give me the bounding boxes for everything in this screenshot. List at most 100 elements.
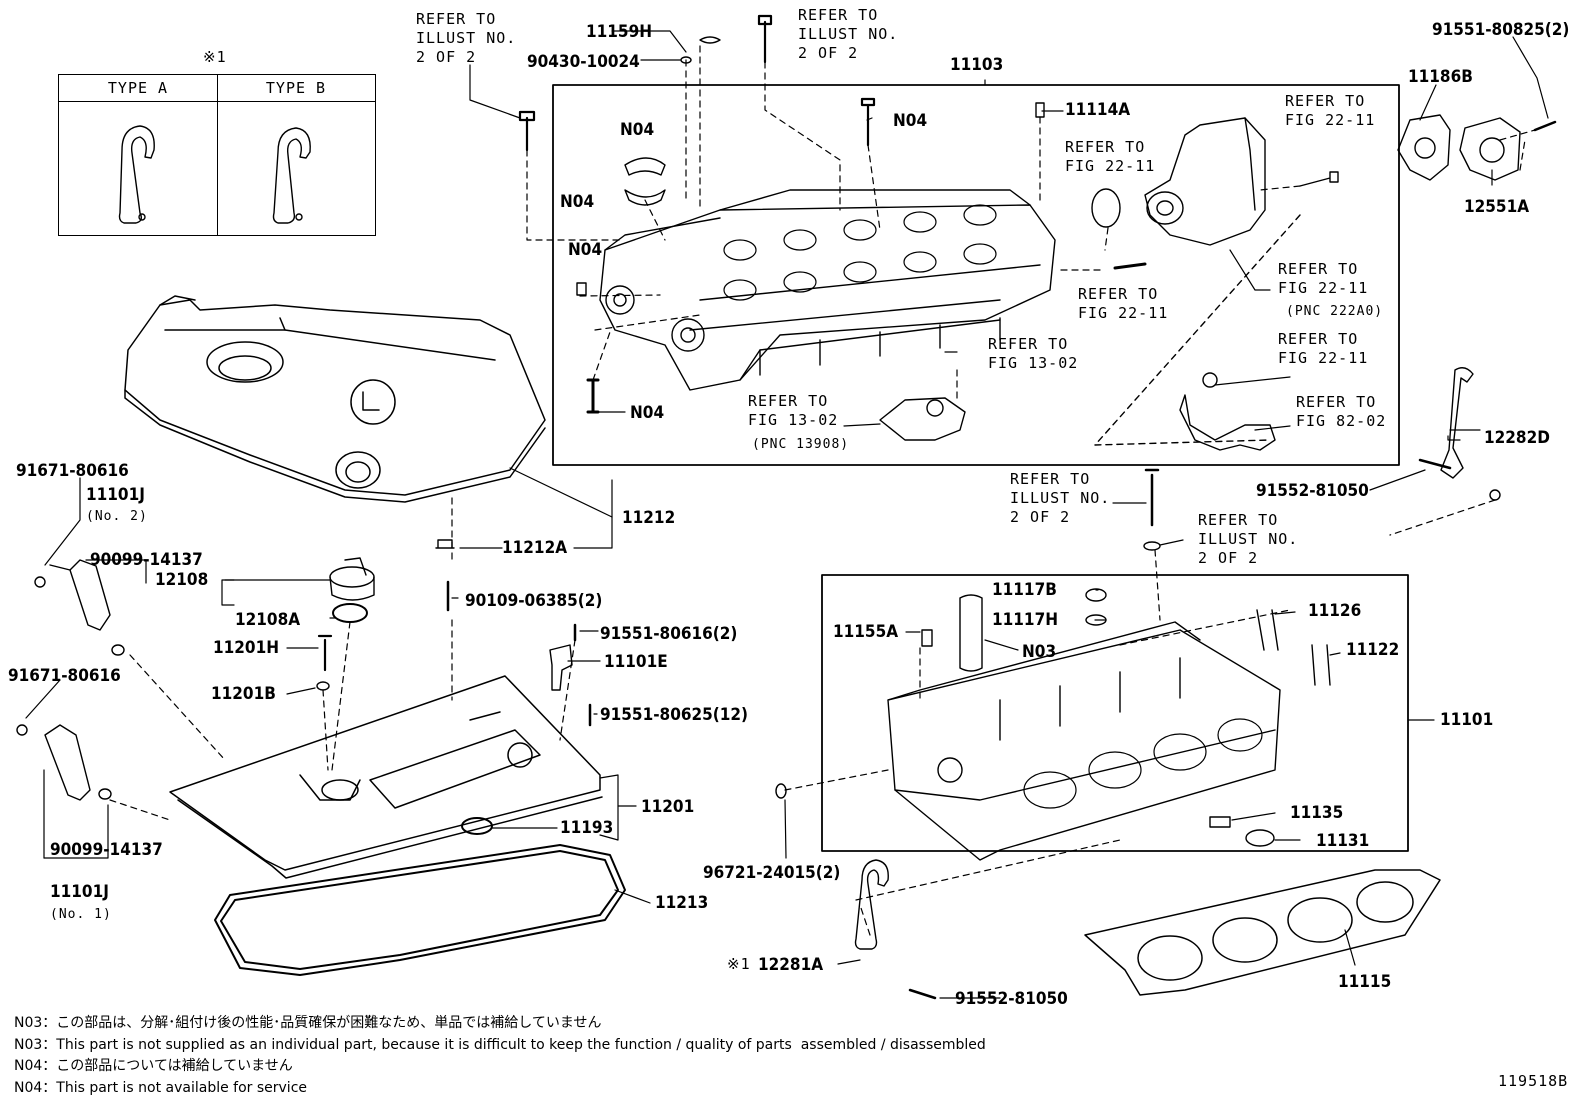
part-label-91551-80625[interactable]: 91551-80625(12) bbox=[600, 705, 749, 725]
part-label-11115[interactable]: 11115 bbox=[1338, 972, 1392, 992]
bracket-icon bbox=[1179, 372, 1276, 451]
refer-illust-top-left: REFER TO ILLUST NO. 2 OF 2 bbox=[416, 10, 517, 66]
cam-sensor-icon bbox=[549, 644, 573, 691]
plug-icon bbox=[1085, 588, 1107, 602]
part-label-12551a[interactable]: 12551A bbox=[1464, 197, 1530, 217]
part-label-90430-10024[interactable]: 90430-10024 bbox=[527, 52, 640, 72]
footnote-n03-en: N03：This part is not supplied as an indi… bbox=[14, 1037, 986, 1053]
part-label-11212a[interactable]: 11212A bbox=[502, 538, 568, 558]
oil-control-valve-no1-icon bbox=[16, 724, 112, 801]
cylinder-head-cover-icon bbox=[169, 675, 603, 879]
part-label-11135[interactable]: 11135 bbox=[1290, 803, 1344, 823]
refer-fig-22-11-top-right: REFER TO FIG 22-11 bbox=[1285, 92, 1376, 129]
part-label-11114a[interactable]: 11114A bbox=[1065, 100, 1131, 120]
seal-washer-icon bbox=[699, 36, 721, 44]
part-label-12281a[interactable]: 12281A bbox=[758, 955, 824, 975]
part-label-n04-bolt[interactable]: N04 bbox=[893, 111, 928, 131]
part-label-91671-80616-lower[interactable]: 91671-80616 bbox=[8, 666, 121, 686]
part-label-11213[interactable]: 11213 bbox=[655, 893, 709, 913]
engine-cover-icon bbox=[124, 295, 546, 503]
refer-pnc-222a0: (PNC 222A0) bbox=[1286, 304, 1384, 319]
refer-illust-middle: REFER TO ILLUST NO. 2 OF 2 bbox=[1010, 470, 1111, 526]
footnote-n04-en: N04：This part is not available for servi… bbox=[14, 1080, 308, 1096]
pin-icon bbox=[1035, 102, 1045, 118]
part-label-91671-80616-upper[interactable]: 91671-80616 bbox=[16, 461, 129, 481]
stud-icon bbox=[1113, 262, 1147, 270]
bolt-icon bbox=[908, 988, 937, 1000]
gasket-icon bbox=[1397, 114, 1451, 181]
bolt-icon bbox=[1418, 458, 1452, 470]
refer-fig-22-11-housing: REFER TO FIG 22-11 bbox=[1278, 260, 1369, 297]
bolt-icon bbox=[1144, 468, 1160, 527]
o-ring-icon bbox=[775, 783, 787, 799]
oil-control-valve-no2-icon bbox=[34, 559, 125, 656]
part-label-11201[interactable]: 11201 bbox=[641, 797, 695, 817]
part-label-96721-24015[interactable]: 96721-24015(2) bbox=[703, 863, 841, 883]
footnote-n03-ja: N03：この部品は、分解･組付け後の性能･品質確保が困難なため、単品では補給して… bbox=[14, 1015, 602, 1031]
valve-guide-icon bbox=[1256, 609, 1279, 651]
part-label-11201b[interactable]: 11201B bbox=[211, 684, 276, 704]
bolt-icon bbox=[317, 634, 333, 672]
part-label-n04-cap[interactable]: N04 bbox=[620, 120, 655, 140]
part-label-11155a[interactable]: 11155A bbox=[833, 622, 899, 642]
part-label-91552-81050-lower[interactable]: 91552-81050 bbox=[955, 989, 1068, 1009]
part-label-n04-cap-lower[interactable]: N04 bbox=[560, 192, 595, 212]
part-label-11117h[interactable]: 11117H bbox=[992, 610, 1059, 630]
leader-lines bbox=[25, 30, 1549, 999]
bearing-cap-lower-icon bbox=[624, 189, 666, 206]
footnote-n04-ja: N04：この部品については補給していません bbox=[14, 1058, 293, 1074]
refer-pnc-13908: (PNC 13908) bbox=[752, 437, 850, 452]
cover-gasket-icon bbox=[214, 844, 626, 976]
bolt-icon bbox=[1299, 171, 1339, 187]
part-label-12108[interactable]: 12108 bbox=[155, 570, 209, 590]
refer-fig-22-11-oring: REFER TO FIG 22-11 bbox=[1065, 138, 1156, 175]
o-ring-icon bbox=[332, 603, 368, 623]
part-label-11101[interactable]: 11101 bbox=[1440, 710, 1494, 730]
part-sublabel-no2: (No. 2) bbox=[86, 509, 148, 524]
plug-icon bbox=[435, 539, 455, 549]
refer-fig-13-02-bolt: REFER TO FIG 13-02 bbox=[988, 335, 1079, 372]
type-legend-box: TYPE A TYPE B bbox=[58, 74, 376, 236]
cylinder-head-frame bbox=[821, 574, 1409, 852]
part-label-90099-14137-upper[interactable]: 90099-14137 bbox=[90, 550, 203, 570]
pin-icon bbox=[921, 629, 933, 647]
dashed-guide-lines bbox=[109, 45, 1536, 936]
seal-icon bbox=[1209, 816, 1231, 828]
o-ring-icon bbox=[1091, 188, 1121, 228]
part-label-11212[interactable]: 11212 bbox=[622, 508, 676, 528]
part-label-90109-06385[interactable]: 90109-06385(2) bbox=[465, 591, 603, 611]
camshaft-bearing-sleeve-icon bbox=[959, 594, 983, 672]
part-label-90099-14137-lower[interactable]: 90099-14137 bbox=[50, 840, 163, 860]
bearing-cap-icon bbox=[624, 157, 666, 176]
part-label-91551-80825[interactable]: 91551-80825(2) bbox=[1432, 20, 1570, 40]
part-label-12281a-marker: ※1 bbox=[727, 955, 751, 973]
part-label-91552-81050-upper[interactable]: 91552-81050 bbox=[1256, 481, 1369, 501]
refer-fig-13-02-bracket: REFER TO FIG 13-02 bbox=[748, 392, 839, 429]
part-label-n04-pin[interactable]: N04 bbox=[568, 240, 603, 260]
part-label-11103[interactable]: 11103 bbox=[950, 55, 1004, 75]
part-label-11101e[interactable]: 11101E bbox=[604, 652, 668, 672]
part-label-11122[interactable]: 11122 bbox=[1346, 640, 1400, 660]
part-label-12282d[interactable]: 12282D bbox=[1484, 428, 1550, 448]
bolt-icon bbox=[860, 97, 876, 147]
part-label-11159h[interactable]: 11159H bbox=[586, 22, 653, 42]
part-label-11193[interactable]: 11193 bbox=[560, 818, 614, 838]
part-label-11186b[interactable]: 11186B bbox=[1408, 67, 1473, 87]
part-label-11101j-no1[interactable]: 11101J bbox=[50, 882, 109, 902]
part-label-11117b[interactable]: 11117B bbox=[992, 580, 1057, 600]
part-label-12108a[interactable]: 12108A bbox=[235, 610, 301, 630]
stud-bolt-icon bbox=[586, 378, 600, 414]
part-label-11126[interactable]: 11126 bbox=[1308, 601, 1362, 621]
part-label-11201h[interactable]: 11201H bbox=[213, 638, 280, 658]
part-label-n03[interactable]: N03 bbox=[1022, 642, 1057, 662]
part-label-11101j-no2[interactable]: 11101J bbox=[86, 485, 145, 505]
part-label-11131[interactable]: 11131 bbox=[1316, 831, 1370, 851]
camshaft-housing-frame bbox=[552, 84, 1400, 466]
part-label-91551-80616[interactable]: 91551-80616(2) bbox=[600, 624, 738, 644]
refer-illust-right: REFER TO ILLUST NO. 2 OF 2 bbox=[1198, 511, 1299, 567]
legend-divider bbox=[217, 101, 218, 235]
oil-seal-icon bbox=[461, 817, 493, 835]
part-label-n04-stud[interactable]: N04 bbox=[630, 403, 665, 423]
washer-icon bbox=[316, 681, 330, 691]
